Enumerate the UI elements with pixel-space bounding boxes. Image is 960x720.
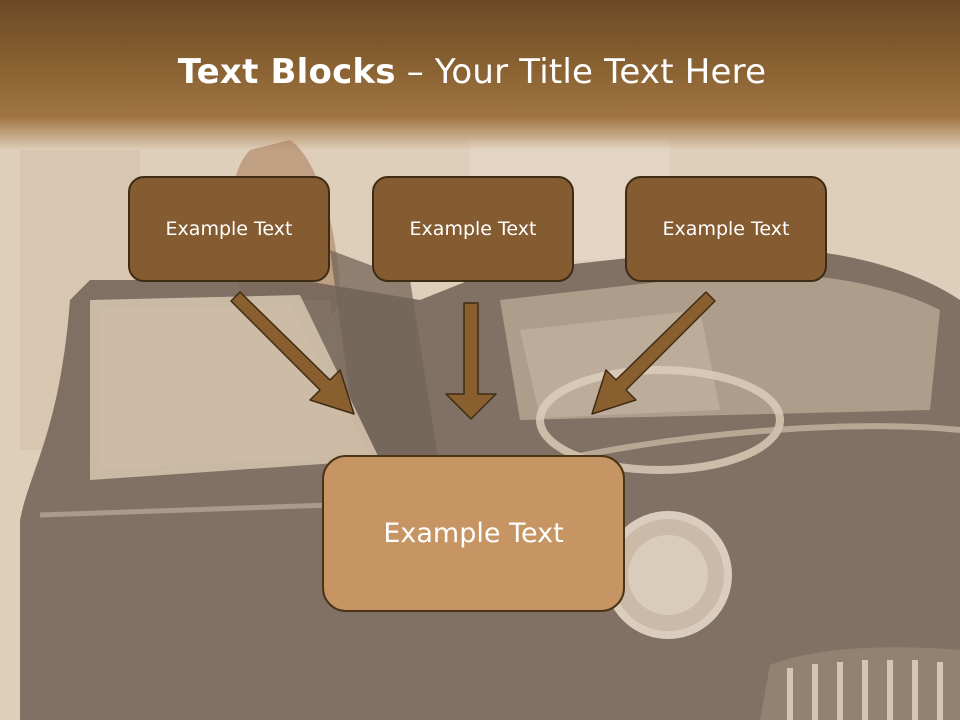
title-rest: Your Title Text Here bbox=[434, 52, 767, 92]
text-box-2-label: Example Text bbox=[409, 218, 537, 240]
text-box-1[interactable]: Example Text bbox=[128, 176, 330, 282]
arrow-down-left-icon bbox=[591, 291, 716, 415]
arrow-down-icon bbox=[445, 302, 497, 420]
title-bold: Text Blocks bbox=[177, 52, 396, 92]
text-box-2[interactable]: Example Text bbox=[372, 176, 574, 282]
text-box-1-label: Example Text bbox=[165, 218, 293, 240]
text-box-main[interactable]: Example Text bbox=[322, 455, 625, 612]
text-box-3-label: Example Text bbox=[662, 218, 790, 240]
title-band bbox=[0, 0, 960, 150]
slide-title: Text Blocks – Your Title Text Here bbox=[0, 52, 944, 92]
title-dash: – bbox=[406, 52, 424, 92]
text-box-main-label: Example Text bbox=[383, 518, 564, 549]
arrow-down-right-icon bbox=[230, 291, 355, 415]
text-box-3[interactable]: Example Text bbox=[625, 176, 827, 282]
